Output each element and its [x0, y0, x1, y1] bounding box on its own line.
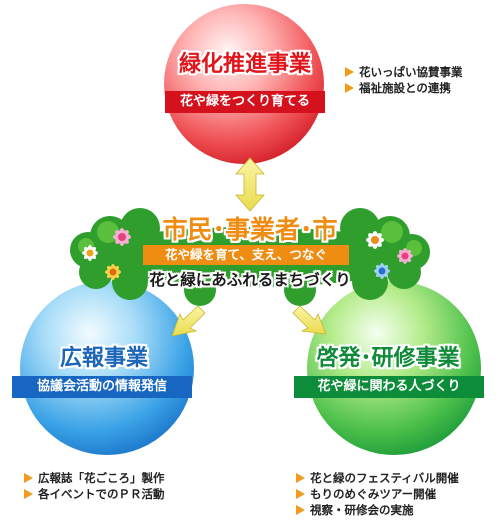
top-subtitle: 花や緑をつくり育てる — [165, 91, 325, 113]
triangle-bullet-icon — [296, 505, 305, 515]
triangle-bullet-icon — [296, 489, 305, 499]
flower-right-2 — [397, 248, 413, 264]
top-title: 緑化推進事業 — [178, 52, 311, 77]
arrow-left — [171, 305, 206, 337]
left-item-list: 広報誌「花ごころ」製作 各イベントでのＰＲ活動 — [24, 470, 165, 502]
flower-left-1 — [113, 228, 131, 246]
arrow-top — [235, 157, 265, 212]
left-subtitle: 協議会活動の情報発信 — [12, 376, 192, 398]
right-title: 啓発･研修事業 — [316, 346, 460, 371]
list-item: もりのめぐみツアー開催 — [296, 486, 459, 502]
list-item: 広報誌「花ごころ」製作 — [24, 470, 165, 486]
flower-left-2 — [82, 245, 98, 261]
triangle-bullet-icon — [296, 473, 305, 483]
center-band: 花や緑を育て、支え、つなぐ — [143, 245, 349, 265]
top-circle — [164, 4, 324, 164]
arrow-right — [292, 305, 327, 335]
flower-right-1 — [366, 231, 384, 249]
list-item: 福祉施設との連携 — [345, 80, 463, 96]
triangle-bullet-icon — [24, 473, 33, 483]
triangle-bullet-icon — [345, 83, 354, 93]
flower-right-3 — [374, 263, 390, 279]
center-title: 市民･事業者･市 — [162, 215, 338, 244]
right-subtitle: 花や緑に関わる人づくり — [294, 376, 484, 398]
center-slogan: 花と緑にあふれるまちづくり — [149, 271, 351, 289]
top-item-list: 花いっぱい協賛事業 福祉施設との連携 — [345, 64, 463, 96]
list-item: 各イベントでのＰＲ活動 — [24, 486, 165, 502]
list-item: 花いっぱい協賛事業 — [345, 64, 463, 80]
list-item: 花と緑のフェスティバル開催 — [296, 470, 459, 486]
left-circle — [20, 281, 194, 455]
right-circle — [307, 281, 481, 455]
list-item: 視察・研修会の実施 — [296, 502, 459, 518]
left-title: 広報事業 — [59, 346, 148, 371]
triangle-bullet-icon — [24, 489, 33, 499]
flower-left-3 — [105, 264, 121, 280]
right-item-list: 花と緑のフェスティバル開催 もりのめぐみツアー開催 視察・研修会の実施 — [296, 470, 459, 518]
triangle-bullet-icon — [345, 67, 354, 77]
